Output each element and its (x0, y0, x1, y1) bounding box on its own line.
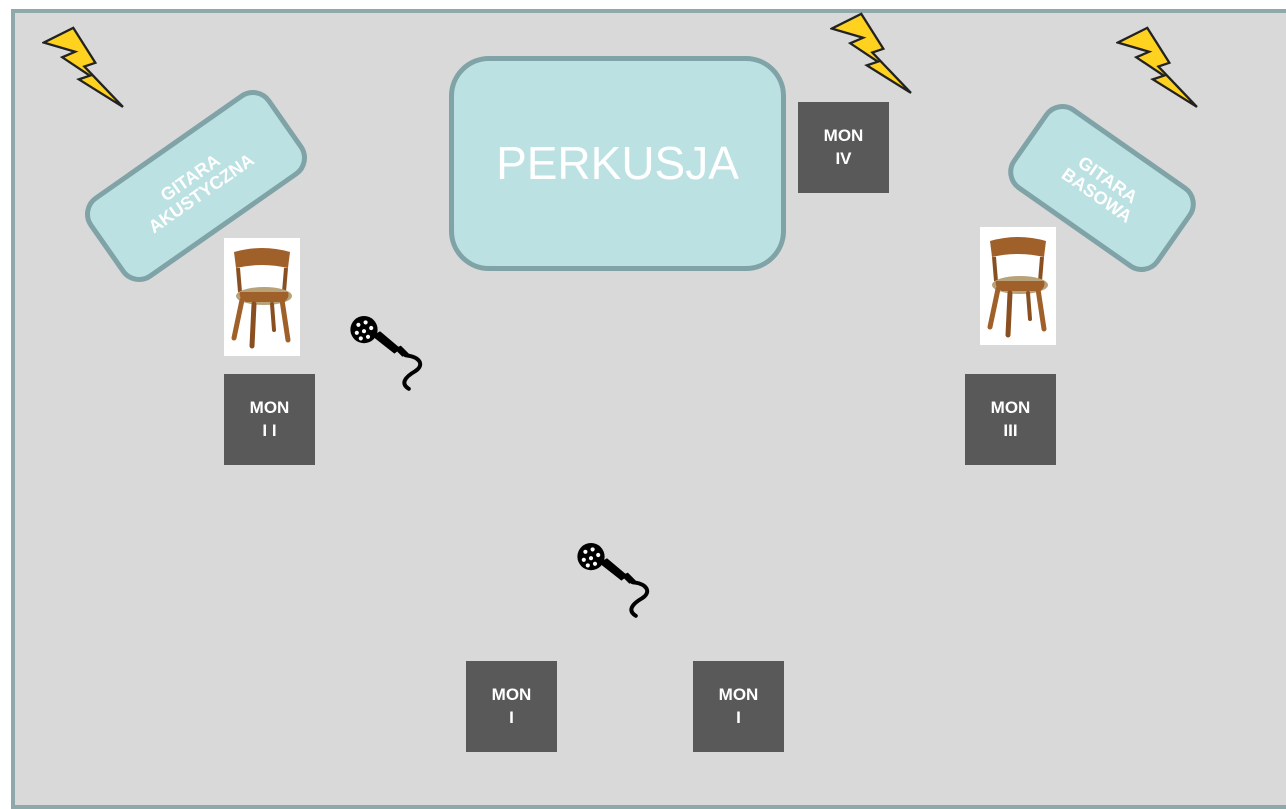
chair-icon (224, 238, 300, 356)
monitor-i-right: MON I (693, 661, 784, 752)
monitor-iii: MON III (965, 374, 1056, 465)
lightning-bolt-icon (42, 26, 134, 118)
microphone-icon (570, 539, 660, 619)
drums-riser: PERKUSJA (449, 56, 786, 271)
monitor-i-left: MON I (466, 661, 557, 752)
monitor-ii: MON I I (224, 374, 315, 465)
lightning-bolt-icon (830, 12, 922, 104)
lightning-bolt-icon (1116, 26, 1208, 118)
microphone-icon (343, 312, 433, 392)
chair-icon (980, 227, 1056, 345)
bass-guitar-label: GITARA BASOWA (1057, 152, 1142, 227)
drums-label: PERKUSJA (496, 137, 739, 190)
monitor-iv: MON IV (798, 102, 889, 193)
